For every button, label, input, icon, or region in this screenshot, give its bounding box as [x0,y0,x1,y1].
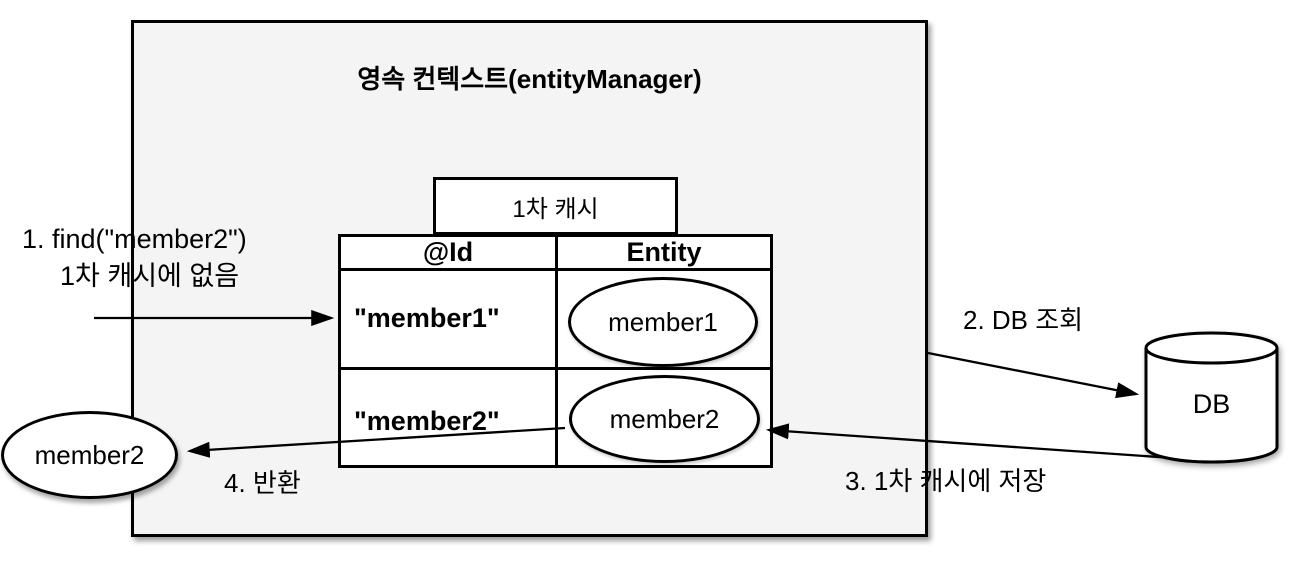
first-level-cache-label-box: 1차 캐시 [433,177,678,235]
step2-db-query-arrow [927,351,1140,399]
member2-entity-ellipse: member2 [569,375,760,463]
returned-member2-label: member2 [34,439,145,470]
table-cell-id-member1: "member1" [354,303,500,333]
table-header-divider [341,268,770,271]
step3-label: 3. 1차 캐시에 저장 [845,466,1047,496]
step1-label-line1: 1. find("member2") [22,224,247,254]
db-label: DB [1192,389,1231,419]
table-row-divider [341,367,770,370]
step1-label: 1. find("member2") 1차 캐시에 없음 [22,221,247,295]
step1-label-line2: 1차 캐시에 없음 [60,261,240,291]
step4-label: 4. 반환 [224,468,301,498]
first-level-cache-label: 1차 캐시 [512,195,599,223]
table-cell-id-member2: "member2" [354,406,500,436]
member2-entity-label: member2 [609,403,720,434]
returned-member2-ellipse: member2 [1,411,178,499]
table-column-divider [555,237,558,465]
table-header-id: @Id [422,237,474,267]
table-header-entity: Entity [626,237,702,267]
step2-label: 2. DB 조회 [963,305,1084,335]
persistence-context-title: 영속 컨텍스트(entityManager) [357,64,702,94]
member1-entity-ellipse: member1 [568,277,758,367]
member1-entity-label: member1 [608,306,718,337]
